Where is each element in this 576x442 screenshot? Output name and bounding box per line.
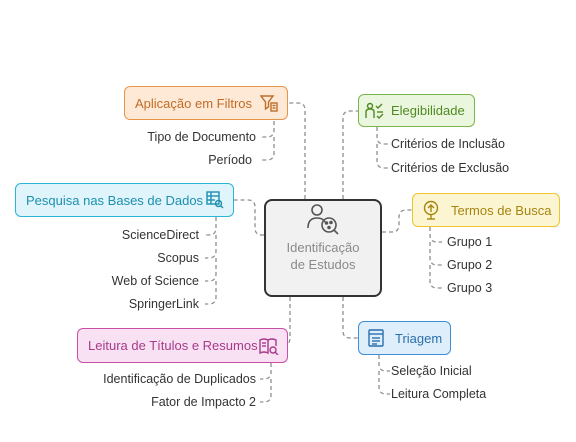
node-label: Pesquisa nas Bases de Dados — [26, 192, 204, 208]
node-pesquisa-bases[interactable]: Pesquisa nas Bases de Dados — [15, 183, 234, 217]
list-item: Scopus — [157, 251, 199, 265]
node-elegibilidade[interactable]: Elegibilidade — [358, 94, 475, 127]
node-label: Elegibilidade — [391, 103, 465, 118]
magnifier-tree-icon — [421, 200, 441, 220]
filter-icon — [259, 93, 279, 113]
people-check-icon — [365, 101, 385, 121]
list-item: Grupo 2 — [447, 258, 493, 272]
list-item: Critérios de Exclusão — [391, 161, 510, 175]
node-label: Leitura de Títulos e Resumos — [88, 338, 258, 353]
node-leitura-titulos[interactable]: Leitura de Títulos e Resumos — [77, 328, 288, 363]
document-list-icon — [367, 328, 385, 348]
list-item: ScienceDirect — [121, 228, 199, 242]
list-item: SpringerLink — [128, 297, 199, 311]
node-aplicacao-filtros[interactable]: Aplicação em Filtros — [124, 86, 288, 120]
list-item: Seleção Inicial — [391, 364, 472, 378]
list-item: Tipo de Documento — [147, 130, 256, 144]
node-label: Triagem — [395, 330, 443, 346]
list-item: Grupo 3 — [447, 281, 493, 295]
list-item: Web of Science — [111, 274, 199, 288]
list-item: Leitura Completa — [391, 387, 487, 401]
node-label: Aplicação em Filtros — [135, 95, 253, 111]
list-item: Período — [208, 153, 252, 167]
list-item: Grupo 1 — [447, 235, 493, 249]
node-label: Termos de Busca — [451, 202, 552, 218]
node-triagem[interactable]: Triagem — [358, 321, 451, 355]
list-item: Identificação de Duplicados — [103, 372, 256, 386]
node-termos-busca[interactable]: Termos de Busca — [412, 193, 560, 227]
people-search-icon — [307, 204, 339, 235]
list-item: Critérios de Inclusão — [391, 137, 505, 151]
book-search-icon — [259, 336, 279, 356]
database-search-icon — [205, 190, 225, 210]
list-item: Fator de Impacto 2 — [151, 395, 256, 409]
